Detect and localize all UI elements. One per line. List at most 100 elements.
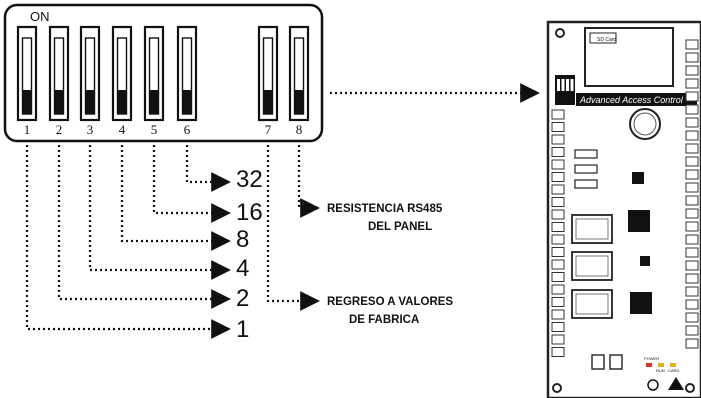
right-terminal bbox=[685, 156, 699, 167]
board-components bbox=[551, 39, 699, 370]
value-line-3 bbox=[120, 145, 231, 251]
switch-number-8: 8 bbox=[296, 122, 303, 137]
ic-chip bbox=[628, 210, 650, 232]
right-terminal bbox=[685, 130, 699, 141]
factory-note-line2: DE FABRICA bbox=[349, 314, 419, 326]
small-component bbox=[574, 149, 598, 159]
led-run bbox=[658, 363, 664, 367]
mount-hole-bottom-right bbox=[685, 383, 695, 393]
left-terminal bbox=[551, 272, 565, 282]
dip-switch-8[interactable]: 8 bbox=[288, 25, 310, 137]
capacitor bbox=[591, 354, 605, 370]
left-terminal bbox=[551, 109, 565, 120]
dip-switch-7[interactable]: 7 bbox=[257, 25, 279, 137]
left-terminal bbox=[551, 309, 565, 320]
small-component bbox=[574, 164, 598, 174]
rs485-note-line1: RESISTENCIA RS485 bbox=[327, 203, 443, 215]
right-terminal bbox=[685, 312, 699, 323]
right-terminal bbox=[685, 299, 699, 310]
board-product-label: Advanced Access Control bbox=[579, 95, 684, 105]
left-terminal bbox=[551, 197, 565, 207]
dip-on-label: ON bbox=[30, 9, 50, 24]
led-power-label: POWER bbox=[644, 356, 659, 361]
mount-hole-bottom-left bbox=[552, 383, 562, 393]
left-terminal bbox=[551, 147, 565, 157]
left-terminal bbox=[551, 334, 565, 345]
switch-lever bbox=[85, 90, 95, 114]
dip-switch-4[interactable]: 4 bbox=[111, 25, 133, 137]
switch-lever bbox=[182, 90, 192, 114]
right-terminal bbox=[685, 91, 699, 102]
led-card-label: CARD bbox=[668, 368, 679, 373]
left-terminal bbox=[551, 259, 565, 270]
left-terminal bbox=[551, 284, 565, 295]
dip-switch-6[interactable]: 6 bbox=[176, 25, 198, 137]
switch-number-4: 4 bbox=[119, 122, 126, 137]
left-terminal bbox=[551, 297, 565, 307]
dip-switch-1[interactable]: 1 bbox=[16, 25, 38, 137]
value-label-2: 2 bbox=[236, 285, 249, 312]
value-label-8: 8 bbox=[236, 226, 249, 253]
right-terminal bbox=[685, 260, 699, 271]
right-terminal bbox=[685, 286, 699, 297]
left-terminal bbox=[551, 122, 565, 132]
switch-lever bbox=[54, 90, 64, 114]
left-terminal bbox=[551, 184, 565, 195]
warning-triangle-icon bbox=[668, 377, 684, 390]
led-power bbox=[646, 363, 652, 367]
relay bbox=[571, 251, 613, 281]
left-terminal bbox=[551, 134, 565, 145]
switch-lever bbox=[263, 90, 273, 114]
right-terminal bbox=[685, 273, 699, 284]
switch-lever bbox=[149, 90, 159, 114]
factory-connector-line bbox=[266, 145, 320, 311]
switch-lever bbox=[117, 90, 127, 114]
left-terminal bbox=[551, 234, 565, 245]
dip-switch-3[interactable]: 3 bbox=[79, 25, 101, 137]
board-dip-lever bbox=[570, 79, 574, 91]
factory-note-line1: REGRESO A VALORES bbox=[327, 296, 453, 308]
ic-chip bbox=[632, 172, 644, 184]
right-terminal bbox=[685, 117, 699, 128]
value-line-1 bbox=[185, 145, 231, 192]
switch-number-2: 2 bbox=[56, 122, 63, 137]
right-terminal bbox=[685, 104, 699, 115]
left-terminal bbox=[551, 209, 565, 220]
relay bbox=[571, 289, 613, 319]
mount-hole-top-left bbox=[555, 28, 565, 38]
switch-number-6: 6 bbox=[184, 122, 191, 137]
left-terminal bbox=[551, 159, 565, 170]
right-terminal bbox=[685, 143, 699, 154]
ground-symbol-icon bbox=[647, 379, 659, 391]
right-terminal bbox=[685, 169, 699, 180]
led-run-label: RUN bbox=[656, 368, 665, 373]
ic-chip bbox=[640, 256, 650, 266]
right-terminal bbox=[685, 195, 699, 206]
rs485-connector-line bbox=[297, 145, 320, 218]
value-label-32: 32 bbox=[236, 166, 263, 193]
controller-board: SD Card Advanced Access Control POWER RU… bbox=[546, 20, 701, 398]
right-terminal bbox=[685, 221, 699, 232]
right-terminal bbox=[685, 182, 699, 193]
dip-switch-group: 1 2 3 4 5 6 7 8 bbox=[16, 25, 310, 137]
value-label-1: 1 bbox=[236, 316, 249, 343]
dip-switch-2[interactable]: 2 bbox=[48, 25, 70, 137]
relay bbox=[571, 214, 613, 244]
value-line-2 bbox=[152, 145, 231, 223]
switch-lever bbox=[22, 90, 32, 114]
value-line-6 bbox=[25, 145, 231, 339]
dip-switch-5[interactable]: 5 bbox=[143, 25, 165, 137]
board-dip-lever bbox=[566, 79, 569, 91]
right-terminal bbox=[685, 65, 699, 76]
capacitor bbox=[609, 354, 623, 370]
right-terminal bbox=[685, 247, 699, 258]
left-terminal bbox=[551, 322, 565, 332]
right-terminal bbox=[685, 52, 699, 63]
right-terminal bbox=[685, 234, 699, 245]
value-connector-lines bbox=[25, 145, 231, 339]
right-terminal bbox=[685, 78, 699, 89]
board-dip-lever bbox=[557, 79, 560, 91]
switch-lever bbox=[294, 90, 304, 114]
switch-number-5: 5 bbox=[151, 122, 158, 137]
